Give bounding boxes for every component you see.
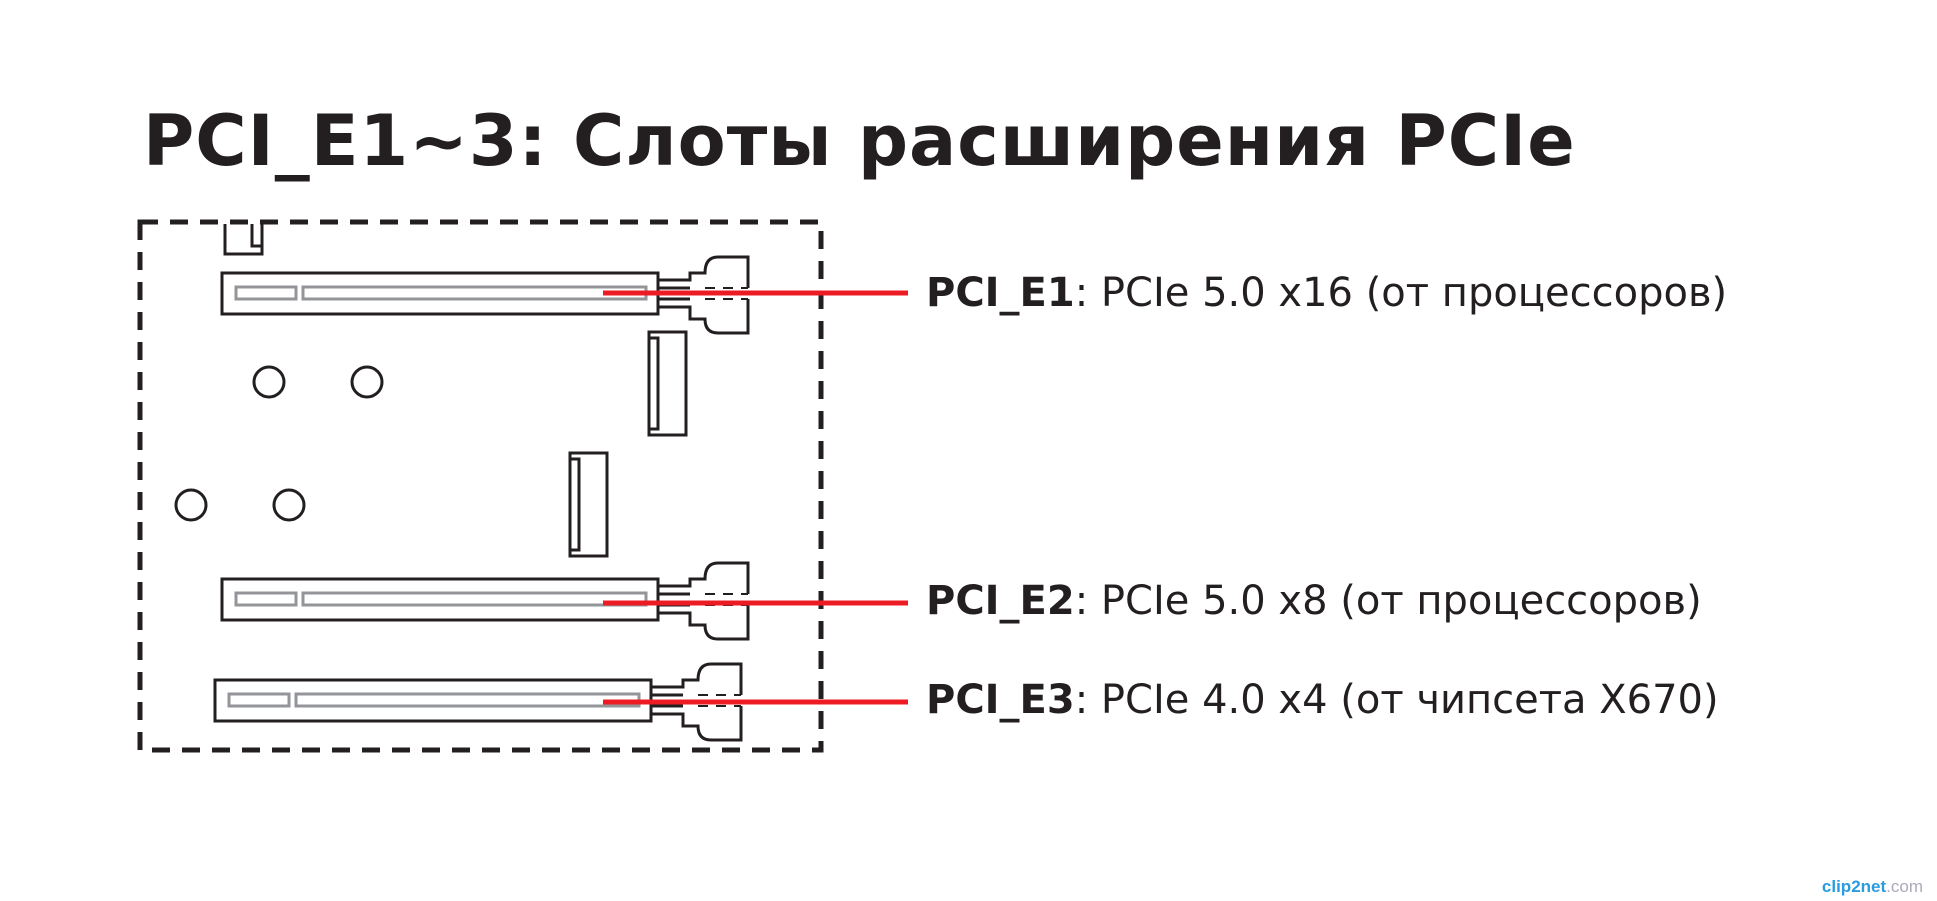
mounting-holes	[174, 365, 384, 522]
board-outline	[137, 219, 824, 753]
slot-name: PCI_E3	[926, 677, 1075, 723]
slot-name: PCI_E2	[926, 578, 1075, 624]
label-pci-e2: PCI_E2: PCIe 5.0 x8 (от процессоров)	[926, 578, 1702, 624]
leader-lines	[603, 290, 908, 705]
slot-desc: : PCIe 5.0 x8 (от процессоров)	[1074, 578, 1702, 624]
bracket	[223, 224, 264, 256]
m2-connectors	[568, 330, 688, 558]
watermark-brand: clip2net	[1821, 877, 1887, 896]
slot-name: PCI_E1	[926, 270, 1075, 316]
watermark: clip2net.com	[1822, 877, 1923, 897]
page-title: PCI_E1~3: Слоты расширения PCIe	[143, 100, 1576, 182]
slot-desc: : PCIe 4.0 x4 (от чипсета X670)	[1074, 677, 1719, 723]
label-pci-e3: PCI_E3: PCIe 4.0 x4 (от чипсета X670)	[926, 677, 1719, 723]
watermark-domain: .com	[1886, 877, 1923, 896]
slot-desc: : PCIe 5.0 x16 (от процессоров)	[1074, 270, 1728, 316]
label-pci-e1: PCI_E1: PCIe 5.0 x16 (от процессоров)	[926, 270, 1727, 316]
